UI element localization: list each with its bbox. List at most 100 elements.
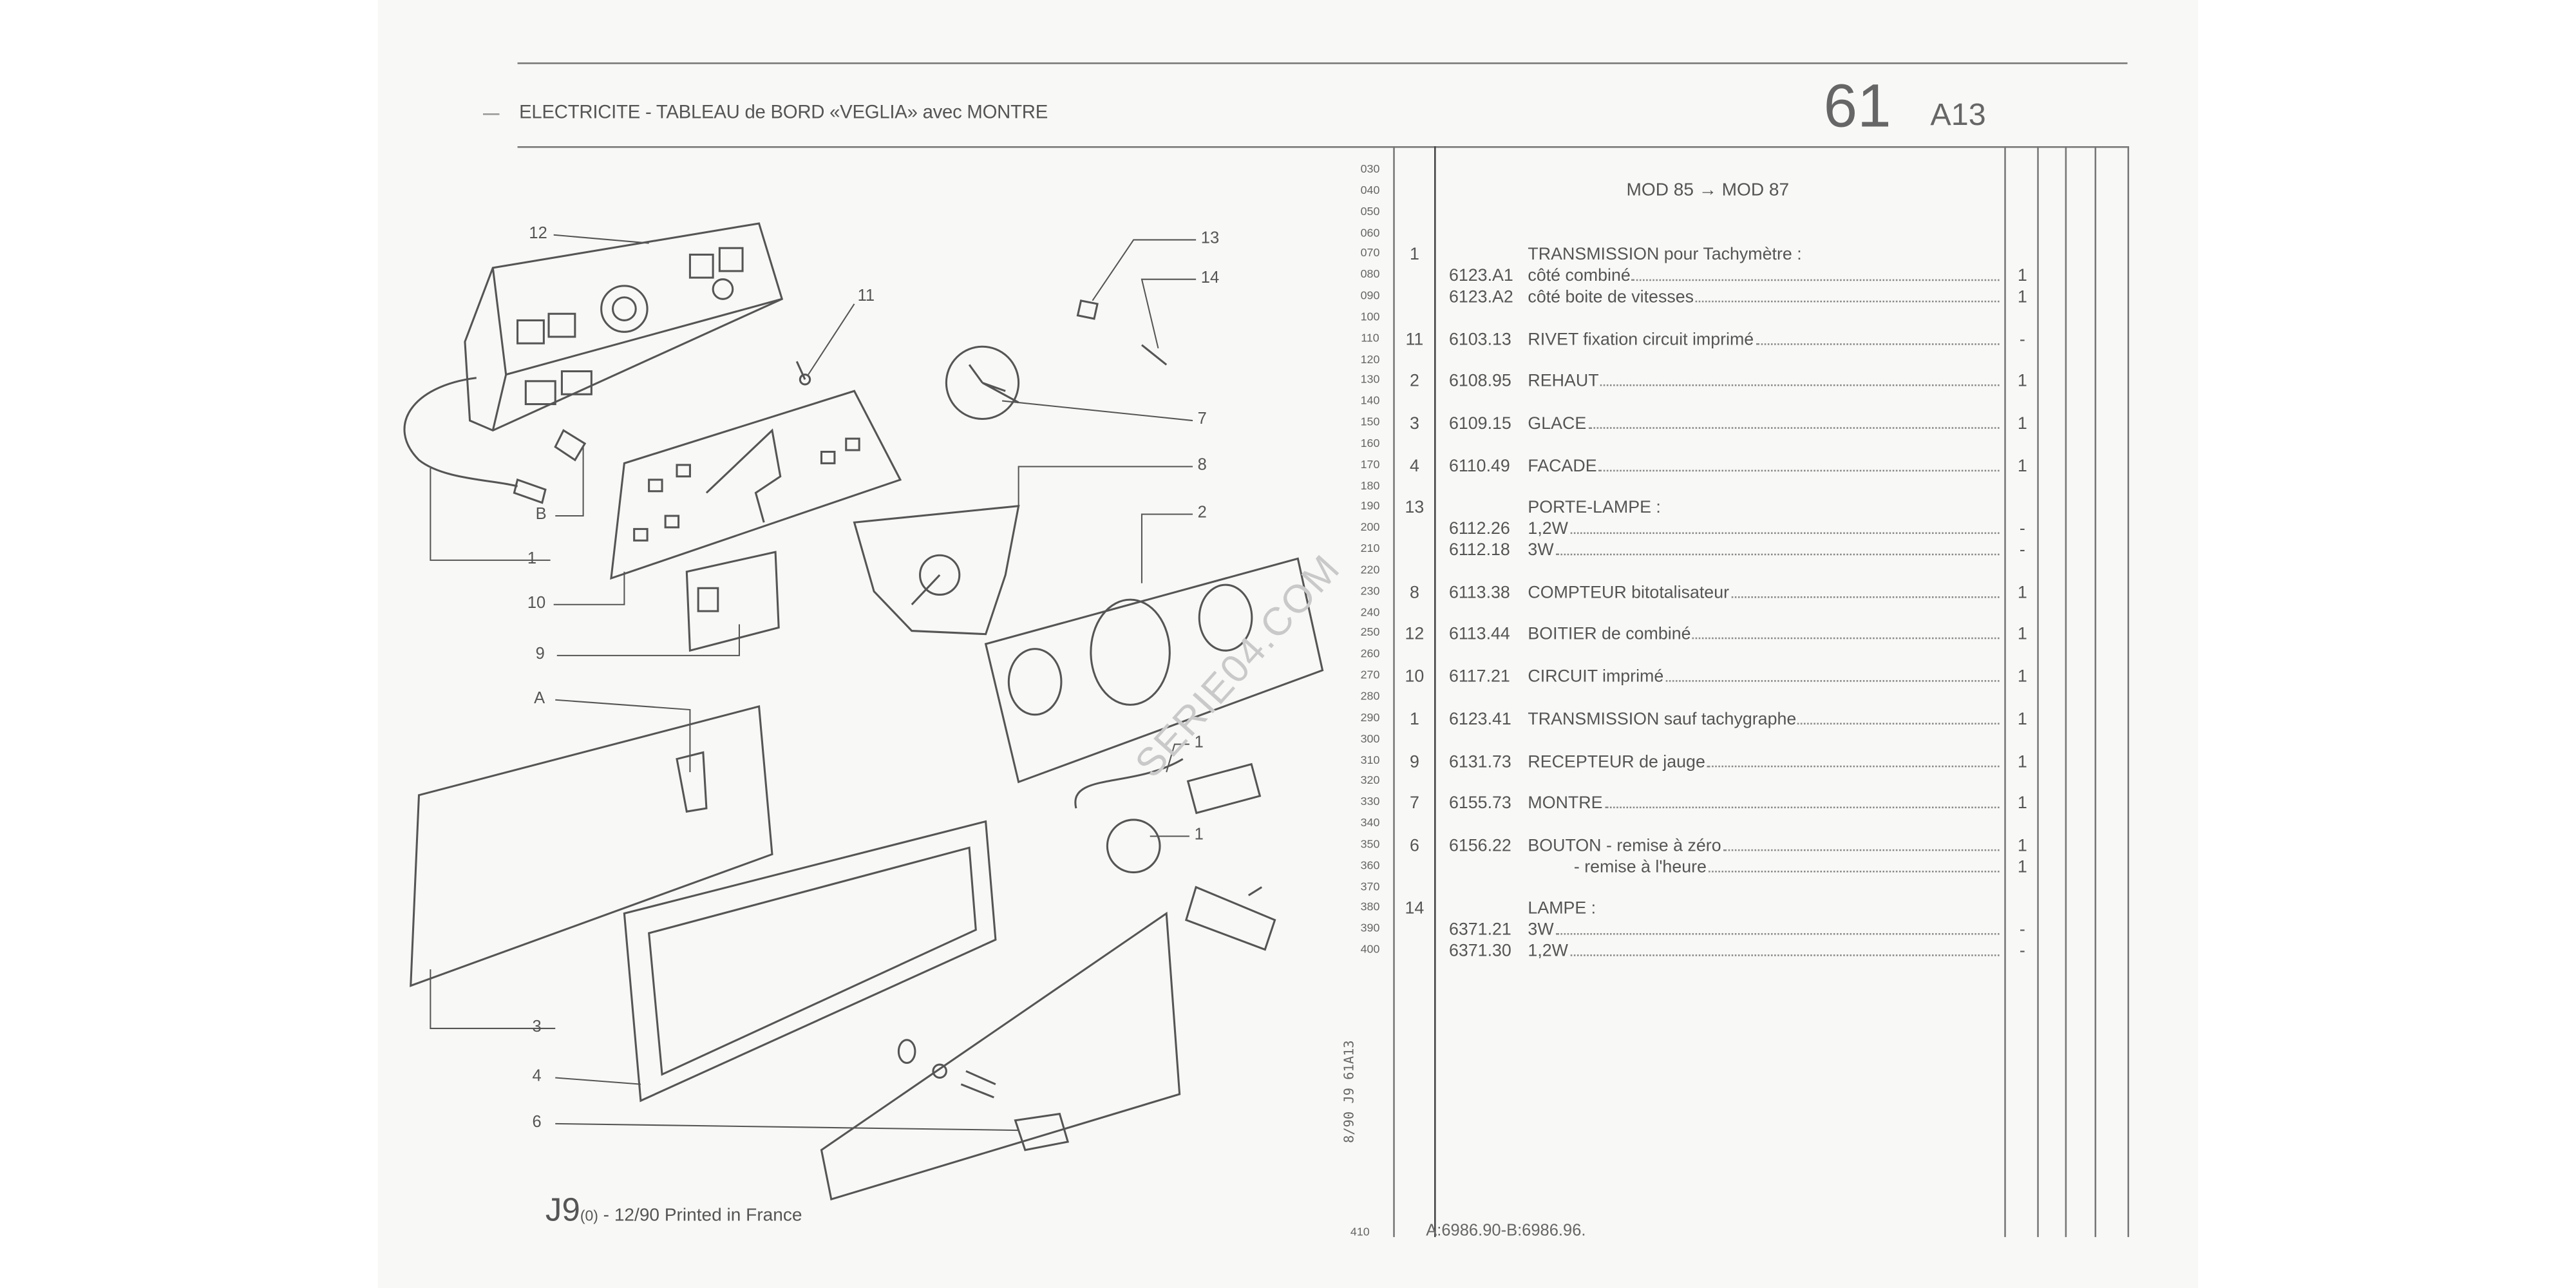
callout-label: B [535, 506, 547, 524]
dot-leader [1587, 426, 2000, 430]
quantity: 1 [2017, 583, 2027, 603]
part-number: 6109.15 [1448, 414, 1511, 434]
part-description: côté boite de vitesses [1528, 287, 1694, 308]
part-row: - remise à l'heure 1 [1396, 857, 2037, 877]
line-number: 360 [1360, 860, 1380, 872]
description-cell: CIRCUIT imprimé [1528, 667, 2001, 687]
callout-label: 4 [532, 1068, 542, 1086]
description-cell: BOITIER de combiné [1528, 625, 2001, 645]
dot-leader [1604, 805, 2000, 809]
line-number: 040 [1360, 185, 1380, 197]
item-number: 1 [1409, 709, 1419, 730]
top-rule [517, 62, 2128, 64]
part-description: BOITIER de combiné [1528, 625, 1691, 645]
line-number: 100 [1360, 312, 1380, 324]
part-number: 6123.41 [1448, 709, 1511, 730]
line-number: 320 [1360, 775, 1380, 788]
item-number: 13 [1405, 498, 1425, 518]
description-cell: 3W [1528, 920, 2001, 940]
reference-codes: A:6986.90-B:6986.96. [1426, 1222, 1586, 1241]
dot-leader [1555, 932, 2000, 936]
dot-leader [1708, 869, 2000, 872]
description-cell: MONTRE [1528, 794, 2001, 813]
dot-leader [1723, 848, 2000, 851]
part-description: CIRCUIT imprimé [1528, 667, 1664, 687]
plate-and-knob-drawing [820, 911, 1181, 1201]
description-cell: RIVET fixation circuit imprimé [1528, 330, 2001, 350]
description-cell: TRANSMISSION sauf tachygraphe [1528, 710, 2001, 729]
quantity: 1 [2017, 752, 2027, 772]
printed-circuit-drawing [610, 361, 902, 580]
part-number: 6156.22 [1448, 836, 1511, 856]
dot-leader [1600, 383, 2000, 387]
transmission-cable-drawing [403, 377, 587, 504]
dot-leader [1555, 552, 2000, 556]
line-number: 190 [1360, 502, 1380, 514]
part-description: - remise à l'heure [1573, 857, 1707, 877]
line-number: 370 [1360, 881, 1380, 893]
last-line-number: 410 [1350, 1227, 1370, 1239]
item-number: 12 [1405, 625, 1425, 645]
item-number: 7 [1409, 793, 1419, 814]
line-number: 210 [1360, 544, 1380, 556]
description-cell: - remise à l'heure [1574, 857, 2001, 877]
line-number: 140 [1360, 396, 1380, 408]
part-number: 6123.A1 [1448, 266, 1513, 287]
line-number: 340 [1360, 818, 1380, 830]
dot-leader [1797, 721, 2000, 724]
line-number: 240 [1360, 607, 1380, 619]
description-cell: RECEPTEUR de jauge [1528, 752, 2001, 772]
subsection-code: A13 [1930, 99, 1986, 133]
description-cell: GLACE [1528, 414, 2001, 434]
boitier-housing-drawing [464, 222, 784, 432]
line-number: 330 [1360, 797, 1380, 809]
part-row: 9 6131.73 RECEPTEUR de jauge 1 [1396, 752, 2037, 772]
item-number: 10 [1405, 667, 1425, 687]
quantity: 1 [2017, 857, 2027, 877]
line-number: 200 [1360, 522, 1380, 535]
clock-drawing [945, 345, 1020, 421]
edition-sub: (0) [580, 1207, 598, 1224]
part-number: 6113.38 [1448, 583, 1510, 603]
speedometer-drawing [853, 504, 1020, 636]
quantity: 1 [2017, 456, 2027, 477]
line-number: 070 [1360, 249, 1380, 260]
quantity: 1 [2017, 793, 2027, 814]
part-row: 8 6113.38 COMPTEUR bitotalisateur 1 [1396, 583, 2037, 603]
part-number: 6131.73 [1448, 752, 1511, 772]
part-description: 3W [1528, 540, 1554, 561]
part-description: BOUTON - remise à zéro [1528, 836, 1721, 856]
part-number: 6110.49 [1448, 456, 1510, 477]
facade-drawing [623, 820, 997, 1103]
item-number: 6 [1409, 836, 1419, 856]
part-description: FACADE [1528, 456, 1597, 477]
line-number: 380 [1360, 902, 1380, 914]
line-number: 090 [1360, 290, 1380, 303]
item-number: 9 [1409, 752, 1419, 772]
part-description: 1,2W [1528, 519, 1568, 540]
description-cell: 1,2W [1528, 519, 2001, 540]
description-cell: 3W [1528, 540, 2001, 561]
dot-leader [1569, 531, 2000, 535]
line-number: 310 [1360, 755, 1380, 767]
description-cell: LAMPE : [1528, 899, 2001, 919]
column-divider [2037, 146, 2039, 1237]
part-number: 6371.30 [1448, 941, 1511, 961]
part-description: RIVET fixation circuit imprimé [1528, 330, 1754, 350]
line-number: 230 [1360, 586, 1380, 598]
item-number: 8 [1409, 583, 1419, 603]
description-cell: COMPTEUR bitotalisateur [1528, 583, 2001, 603]
line-number: 050 [1360, 206, 1380, 218]
callout-label: 1 [1194, 826, 1204, 845]
lamp-holder-drawing [1076, 299, 1168, 366]
line-number: 170 [1360, 459, 1380, 471]
part-description: COMPTEUR bitotalisateur [1528, 583, 1730, 603]
